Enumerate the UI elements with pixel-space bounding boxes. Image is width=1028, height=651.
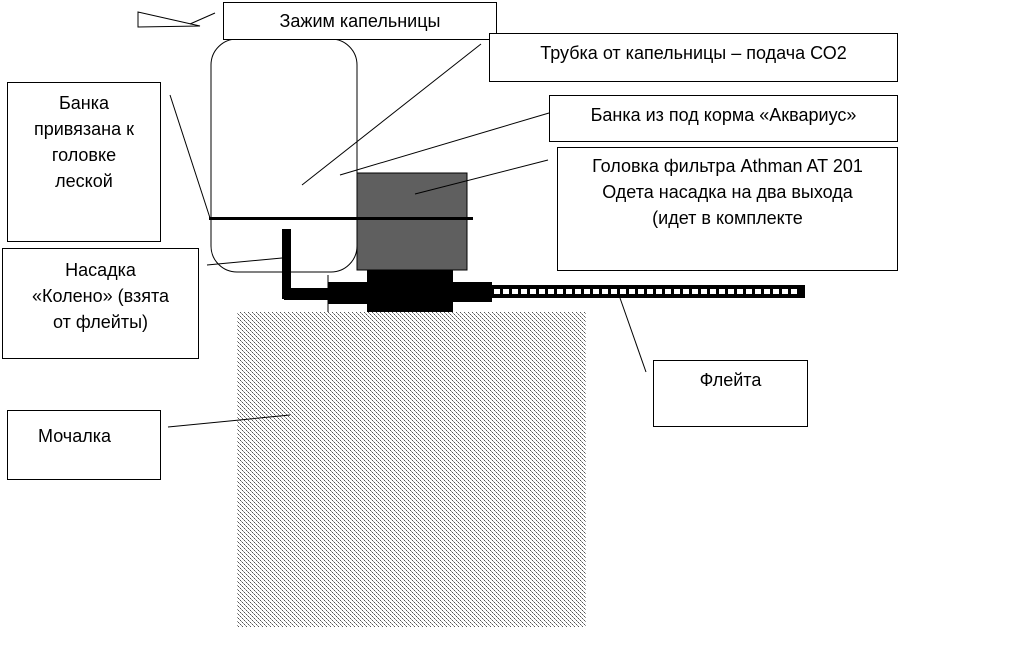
flute-hole [710, 289, 716, 294]
flute-hole [611, 289, 617, 294]
flute-hole [629, 289, 635, 294]
flute-hole [773, 289, 779, 294]
filter-head [356, 172, 468, 271]
label-tube: Трубка от капельницы – подача СО2 [489, 33, 898, 82]
flute-hole [665, 289, 671, 294]
flute-hole [746, 289, 752, 294]
clamp-icon [137, 11, 216, 28]
flute-hole [701, 289, 707, 294]
flute-hole [719, 289, 725, 294]
flute-hole [494, 289, 500, 294]
flute-hole [692, 289, 698, 294]
flute-hole [548, 289, 554, 294]
flute-hole [764, 289, 770, 294]
flute-hole [791, 289, 797, 294]
flute-pipe [492, 285, 805, 298]
flute-hole [782, 289, 788, 294]
flute-hole [674, 289, 680, 294]
flute-hole [683, 289, 689, 294]
flute-hole [656, 289, 662, 294]
left-connector [328, 282, 370, 304]
flute-hole [539, 289, 545, 294]
label-clamp: Зажим капельницы [223, 2, 497, 40]
fishing-line [209, 217, 473, 220]
flute-hole [602, 289, 608, 294]
flute-hole [566, 289, 572, 294]
flute-hole [530, 289, 536, 294]
flute-hole [593, 289, 599, 294]
label-flute: Флейта [653, 360, 808, 427]
label-sponge: Мочалка [7, 410, 161, 480]
label-jar-food: Банка из под корма «Аквариус» [549, 95, 898, 142]
outlet-connector [453, 282, 492, 302]
flute-hole [584, 289, 590, 294]
leader-lines [167, 43, 647, 428]
flute-hole [755, 289, 761, 294]
flute-hole [521, 289, 527, 294]
flute-hole [638, 289, 644, 294]
flute-hole [575, 289, 581, 294]
flute-hole [512, 289, 518, 294]
elbow-nozzle [282, 229, 330, 300]
flute-hole [503, 289, 509, 294]
flute-hole [620, 289, 626, 294]
flute-hole [557, 289, 563, 294]
flute-hole [728, 289, 734, 294]
head-base [367, 270, 453, 312]
flute-hole [737, 289, 743, 294]
sponge [237, 312, 586, 627]
flute-hole [647, 289, 653, 294]
